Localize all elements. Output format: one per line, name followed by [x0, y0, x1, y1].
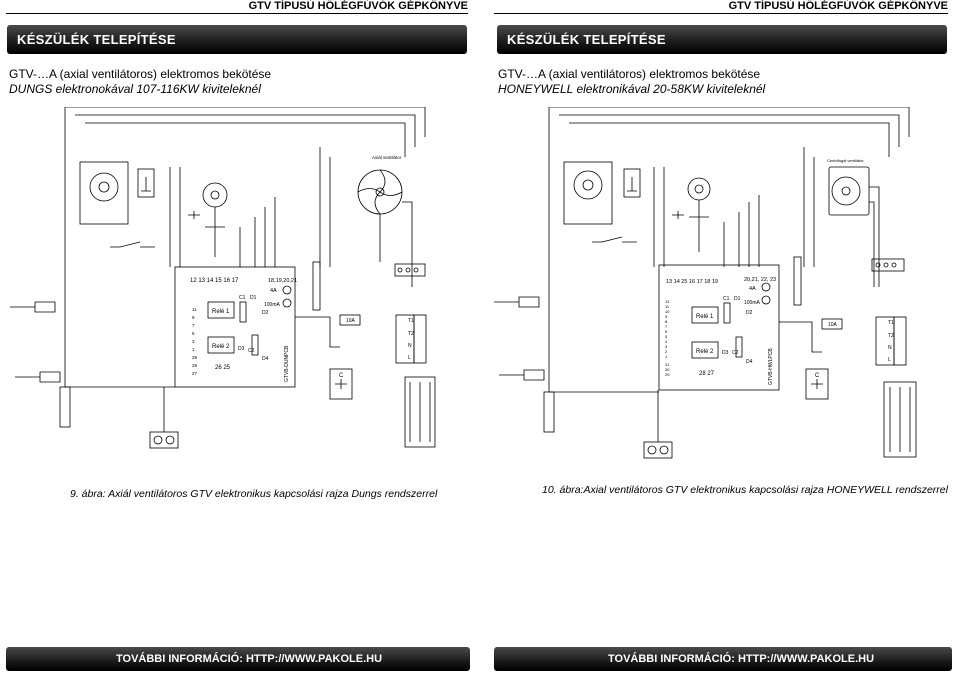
left-term: 7 — [665, 324, 668, 329]
left-page: GTV TÍPUSÚ HŐLÉGFÚVÓK GÉPKÖNYVE KÉSZÜLÉK… — [6, 0, 470, 671]
page-header: GTV TÍPUSÚ HŐLÉGFÚVÓK GÉPKÖNYVE — [249, 0, 468, 12]
c1-label: C1 — [723, 296, 730, 302]
figure-caption: 10. ábra:Axial ventilátoros GTV elektron… — [542, 484, 948, 496]
terminals-right: 18,19,20,21 — [268, 278, 297, 284]
left-term: 7 — [192, 323, 195, 328]
figure-caption: 9. ábra: Axiál ventilátoros GTV elektron… — [70, 488, 438, 500]
header-brand: GTV — [728, 0, 752, 12]
footer-info[interactable]: TOVÁBBI INFORMÁCIÓ: HTTP://WWW.PAKOLE.HU — [6, 647, 470, 671]
left-term: 11 — [192, 307, 197, 312]
terminals-top: 13 14 25 16 17 18 19 — [666, 279, 718, 285]
terminals-bottom: 28 27 — [699, 371, 715, 377]
relay2-label: Relé 2 — [212, 344, 230, 350]
label-t1: T1 — [408, 318, 414, 324]
wiring-diagram: Centrifugál ventilátor 13 14 25 16 17 18… — [494, 107, 917, 459]
header-rule — [494, 13, 948, 14]
label-l: L — [888, 357, 891, 363]
left-term: 4 — [665, 339, 668, 344]
section-title: KÉSZÜLÉK TELEPÍTÉSE — [497, 25, 947, 54]
label-n: N — [408, 343, 412, 349]
d1-label: D1 — [734, 296, 741, 302]
left-term: 5 — [192, 331, 195, 336]
cap-label: C — [339, 373, 344, 379]
page-header: GTV TÍPUSÚ HŐLÉGFÚVÓK GÉPKÖNYVE — [729, 0, 948, 12]
d4-label: D4 — [262, 356, 269, 362]
left-terminal-list: 12 11 10 9 8 7 6 5 4 3 2 1 31 30 29 — [665, 299, 670, 377]
d3-label: D3 — [722, 350, 729, 356]
label-n: N — [888, 345, 892, 351]
fan-label: Centrifugál ventilátor — [827, 158, 864, 163]
terminals-top: 12 13 14 15 16 17 — [190, 278, 239, 284]
terminals-bottom: 26 25 — [215, 365, 231, 371]
left-term: 27 — [192, 371, 198, 376]
fuse-10a: 10A — [828, 322, 838, 328]
fuse-4a: 4A — [270, 288, 277, 294]
left-term: 5 — [665, 334, 668, 339]
left-term: 10 — [665, 309, 670, 314]
label-t2: T2 — [408, 331, 414, 337]
fuse-10a: 10A — [346, 318, 356, 324]
fan-label: Axiál ventilátor — [372, 155, 402, 160]
header-brand: GTV — [248, 0, 272, 12]
fuse-100ma: 100mA — [744, 300, 761, 306]
d3-label: D3 — [238, 346, 245, 352]
right-page: GTV TÍPUSÚ HŐLÉGFÚVÓK GÉPKÖNYVE KÉSZÜLÉK… — [480, 0, 960, 674]
label-t1: T1 — [888, 320, 894, 326]
wiring-diagram: Axiál ventilátor 12 13 14 15 16 17 18,19… — [10, 107, 436, 449]
left-term: 12 — [665, 299, 670, 304]
left-term: 3 — [192, 339, 195, 344]
left-terminal-list: 11 9 7 5 3 1 29 28 27 — [192, 307, 198, 376]
left-term: 8 — [665, 319, 668, 324]
header-title: TÍPUSÚ HŐLÉGFÚVÓK GÉPKÖNYVE — [274, 0, 468, 12]
left-term: 29 — [192, 355, 198, 360]
left-term: 1 — [665, 354, 668, 359]
left-term: 9 — [192, 315, 195, 320]
d2-label: D2 — [262, 310, 269, 316]
cap-label: C — [815, 373, 820, 379]
c1-label: C1 — [239, 295, 246, 301]
left-term: 31 — [665, 362, 670, 367]
board-name: GTVB-HWLPCB — [768, 348, 774, 385]
subtitle-line2: HONEYWELL elektronikával 20-58KW kivitel… — [498, 82, 766, 96]
d4-label: D4 — [746, 359, 753, 365]
label-l: L — [408, 355, 411, 361]
fuse-100ma: 100mA — [264, 302, 281, 308]
c2-label: C2 — [248, 348, 255, 354]
left-term: 9 — [665, 314, 668, 319]
left-term: 11 — [665, 304, 670, 309]
left-term: 28 — [192, 363, 198, 368]
relay1-label: Relé 1 — [212, 309, 230, 315]
left-term: 30 — [665, 367, 670, 372]
section-title: KÉSZÜLÉK TELEPÍTÉSE — [7, 25, 467, 54]
left-term: 29 — [665, 372, 670, 377]
terminals-right: 20,21, 22, 23 — [744, 277, 776, 283]
subtitle-line2: DUNGS elektronokával 107-116KW kivitelek… — [9, 82, 261, 96]
header-rule — [6, 13, 468, 14]
d1-label: D1 — [250, 295, 257, 301]
label-t2: T2 — [888, 333, 894, 339]
left-term: 1 — [192, 347, 195, 352]
c2-label: C2 — [732, 350, 739, 356]
subtitle-line1: GTV-…A (axial ventilátoros) elektromos b… — [9, 67, 272, 81]
header-title: TÍPUSÚ HŐLÉGFÚVÓK GÉPKÖNYVE — [754, 0, 948, 12]
left-term: 6 — [665, 329, 668, 334]
fuse-4a: 4A — [749, 286, 756, 292]
relay1-label: Relé 1 — [696, 314, 714, 320]
relay2-label: Relé 2 — [696, 349, 714, 355]
left-term: 3 — [665, 344, 668, 349]
board-name: GTVB-DUNPCB — [284, 345, 290, 382]
left-term: 2 — [665, 349, 668, 354]
footer-info[interactable]: TOVÁBBI INFORMÁCIÓ: HTTP://WWW.PAKOLE.HU — [494, 647, 952, 671]
d2-label: D2 — [746, 310, 753, 316]
subtitle-line1: GTV-…A (axial ventilátoros) elektromos b… — [498, 67, 761, 81]
